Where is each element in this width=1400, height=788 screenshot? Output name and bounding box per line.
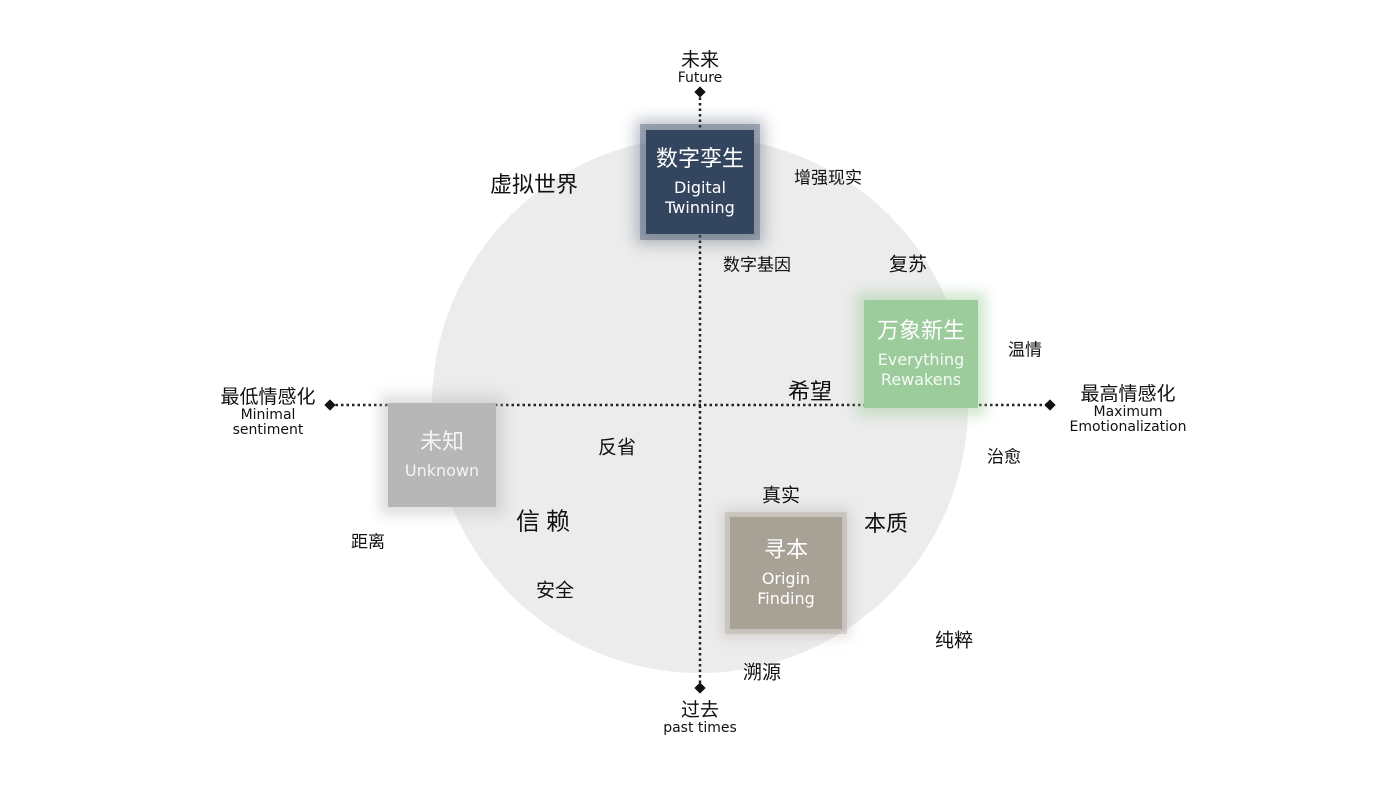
- keyword-healing: 治愈: [987, 447, 1021, 468]
- box-unknown: 未知 Unknown: [388, 403, 496, 507]
- keyword-augmented-reality: 增强现实: [794, 168, 862, 189]
- box-everything-en-line1: Everything: [877, 349, 965, 369]
- box-unknown-en-line1: Unknown: [404, 460, 480, 480]
- keyword-trust: 信赖: [516, 507, 576, 536]
- box-origin-en-line1: Origin: [761, 568, 811, 588]
- axis-label-right: 最高情感化 Maximum Emotionalization: [1070, 384, 1187, 436]
- axis-bottom-zh: 过去: [680, 698, 719, 721]
- box-unknown-zh: 未知: [419, 430, 464, 456]
- axis-left-en-line2: sentiment: [232, 422, 304, 439]
- box-digital-twinning: 数字孪生 Digital Twinning: [646, 130, 754, 234]
- keyword-distance: 距离: [351, 532, 385, 553]
- box-origin-en-line2: Finding: [757, 588, 815, 608]
- axis-top-zh: 未来: [680, 48, 719, 71]
- keyword-reality: 真实: [761, 484, 801, 507]
- axis-right-en-line2: Emotionalization: [1069, 419, 1187, 436]
- axis-label-top: 未来 Future: [677, 48, 723, 86]
- axis-end-left: [324, 399, 336, 411]
- keyword-virtual-world: 虚拟世界: [489, 173, 579, 198]
- axis-left-zh: 最低情感化: [220, 386, 316, 409]
- axis-left-en-line1: Minimal: [240, 407, 296, 424]
- box-origin-finding: 寻本 Origin Finding: [730, 517, 842, 629]
- axis-end-bottom: [694, 682, 706, 694]
- keyword-tracing: 溯源: [742, 661, 782, 684]
- axis-right-en-line1: Maximum: [1093, 404, 1163, 421]
- keyword-essence: 本质: [863, 512, 909, 537]
- axis-label-bottom: 过去 past times: [663, 698, 737, 736]
- axis-bottom-en: past times: [663, 719, 737, 736]
- box-digital-en-line1: Digital: [674, 177, 726, 197]
- keyword-purity: 纯粹: [934, 629, 974, 652]
- box-origin-zh: 寻本: [763, 538, 808, 564]
- axis-end-right: [1044, 399, 1056, 411]
- box-everything-zh: 万象新生: [876, 319, 965, 345]
- box-digital-en-line2: Twinning: [665, 197, 735, 217]
- axis-right-zh: 最高情感化: [1080, 383, 1176, 406]
- axis-end-top: [694, 86, 706, 98]
- keyword-revival: 复苏: [888, 253, 928, 276]
- keyword-reflection: 反省: [597, 436, 637, 459]
- keyword-safety: 安全: [535, 579, 575, 602]
- keyword-warmth: 温情: [1008, 340, 1042, 361]
- box-everything-en-line2: Rewakens: [880, 369, 962, 389]
- axis-label-left: 最低情感化 Minimal sentiment: [220, 387, 315, 439]
- axis-top-en: Future: [677, 69, 723, 86]
- keyword-digital-gene: 数字基因: [723, 255, 791, 276]
- box-digital-zh: 数字孪生: [655, 147, 744, 173]
- keyword-hope: 希望: [787, 380, 833, 405]
- box-everything-rewakens: 万象新生 Everything Rewakens: [864, 300, 978, 408]
